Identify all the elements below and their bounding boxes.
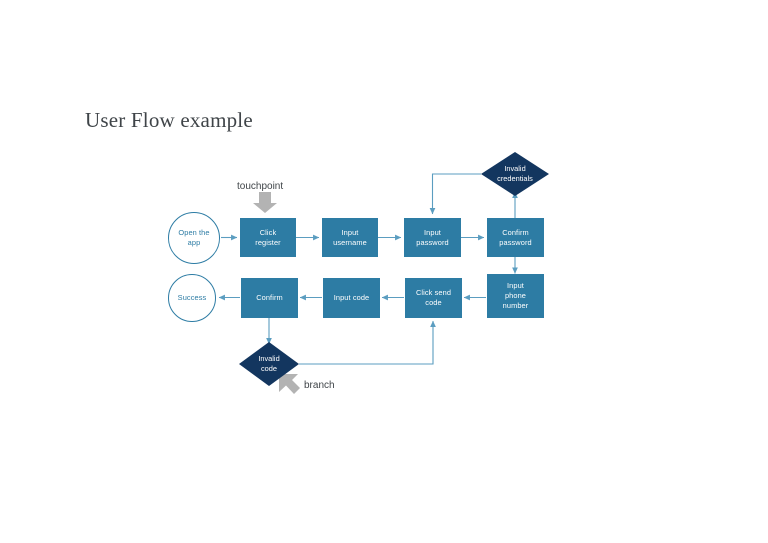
node-input-code[interactable]: Input code (323, 278, 380, 318)
node-click-register[interactable]: Click register (240, 218, 296, 257)
node-click-send-code[interactable]: Click send code (405, 278, 462, 318)
node-confirm-password-label: Confirm password (499, 227, 532, 247)
annotation-touchpoint-label: touchpoint (237, 181, 284, 192)
node-success-label: Success (177, 293, 207, 302)
node-input-code-label: Input code (333, 293, 370, 302)
node-click-send-code-label: Click send code (415, 288, 452, 307)
node-input-phone-number[interactable]: Input phone number (487, 274, 544, 318)
node-input-password[interactable]: Input password (404, 218, 461, 257)
node-invalid-credentials[interactable]: Invalid credentials (481, 152, 549, 196)
node-confirm[interactable]: Confirm (241, 278, 298, 318)
node-confirm-label: Confirm (256, 293, 283, 302)
diamond-shape-invalid-code (239, 342, 299, 386)
edge-invalid-code-to-click-send-code (299, 320, 436, 365)
node-click-register-label: Click register (255, 227, 281, 247)
page-title: User Flow example (85, 108, 253, 132)
node-open-the-app-label: Open the app (178, 228, 210, 247)
node-confirm-password[interactable]: Confirm password (487, 218, 544, 257)
node-input-phone-number-label: Input phone number (502, 281, 529, 310)
node-input-username-label: Input username (333, 227, 367, 247)
branch-arrow-icon (279, 374, 300, 394)
node-invalid-code[interactable]: Invalid code (239, 342, 299, 386)
node-open-the-app[interactable]: Open the app (168, 212, 220, 264)
diamond-shape-invalid-credentials (481, 152, 549, 196)
node-success[interactable]: Success (168, 274, 216, 322)
edge-invalid-credentials-to-input-password (429, 173, 481, 215)
node-input-username[interactable]: Input username (322, 218, 378, 257)
annotation-branch-label: branch (304, 380, 335, 391)
touchpoint-arrow-icon (253, 192, 277, 213)
node-input-password-label: Input password (416, 227, 449, 247)
